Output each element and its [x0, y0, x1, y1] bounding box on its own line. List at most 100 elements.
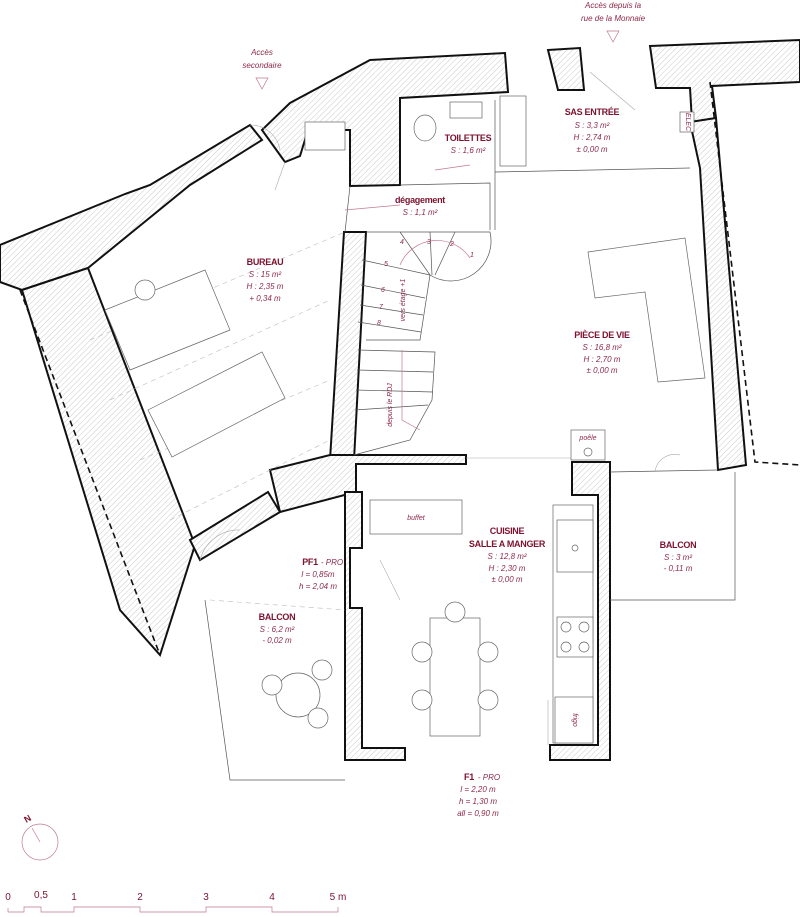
- svg-text:rue de la Monnaie: rue de la Monnaie: [581, 14, 646, 23]
- sofa-living-icon: [587, 237, 706, 383]
- room-degagement: dégagement S : 1,1 m²: [395, 195, 446, 217]
- elec-label: ELEC: [684, 113, 691, 132]
- doors: [199, 71, 681, 745]
- scale-tick: 1: [71, 892, 77, 903]
- svg-text:S : 1,1 m²: S : 1,1 m²: [403, 208, 438, 217]
- svg-text:secondaire: secondaire: [242, 61, 282, 70]
- wall-northwest: [0, 123, 264, 292]
- svg-text:H : 2,74 m: H : 2,74 m: [574, 133, 611, 142]
- svg-text:BALCON: BALCON: [660, 540, 697, 550]
- svg-text:H : 2,35 m: H : 2,35 m: [247, 282, 284, 291]
- svg-text:TOILETTES: TOILETTES: [445, 133, 492, 143]
- svg-text:H : 2,70 m: H : 2,70 m: [584, 355, 621, 364]
- scale-tick: 0,5: [34, 890, 48, 901]
- scale-tick: 2: [137, 892, 143, 903]
- sofa-bureau: [147, 351, 286, 458]
- scale-bar: 0 0,5 1 2 3 4 5 m: [5, 890, 346, 913]
- svg-text:Accès: Accès: [250, 48, 273, 57]
- toilet-basin: [449, 101, 483, 119]
- stair-step-4: 4: [400, 239, 404, 246]
- scale-tick: 4: [269, 892, 275, 903]
- svg-text:h = 2,04 m: h = 2,04 m: [299, 582, 337, 591]
- partitions: [89, 100, 736, 781]
- opening-f1: F1 - PRO l = 2,20 m h = 1,30 m all = 0,9…: [457, 772, 500, 818]
- room-toilettes: TOILETTES S : 1,6 m²: [445, 133, 492, 155]
- svg-text:SAS ENTRÉE: SAS ENTRÉE: [565, 107, 620, 117]
- svg-text:S : 12,8 m²: S : 12,8 m²: [487, 552, 526, 561]
- wall-stair: [328, 231, 368, 461]
- buffet-label: buffet: [407, 515, 426, 522]
- balcony-table: [275, 672, 321, 718]
- wall-west: [20, 266, 197, 657]
- scale-tick: 3: [203, 892, 209, 903]
- wall-west-outer-dashed: [19, 289, 161, 656]
- svg-text:CUISINE: CUISINE: [490, 526, 525, 536]
- north-compass: N: [21, 813, 59, 861]
- north-label: N: [22, 813, 32, 825]
- svg-text:l = 2,20 m: l = 2,20 m: [460, 785, 496, 794]
- scale-tick: 0: [5, 892, 11, 903]
- wall-east: [688, 116, 748, 472]
- svg-text:l = 0,85m: l = 0,85m: [301, 570, 334, 579]
- svg-text:dégagement: dégagement: [395, 195, 445, 205]
- svg-text:BUREAU: BUREAU: [247, 257, 284, 267]
- svg-text:all = 0,90 m: all = 0,90 m: [457, 809, 499, 818]
- poele-label: poêle: [578, 435, 596, 442]
- room-sas-entree: SAS ENTRÉE S : 3,3 m² H : 2,74 m ± 0,00 …: [565, 107, 620, 154]
- stair-step-8: 8: [377, 320, 381, 327]
- desk: [104, 269, 231, 371]
- svg-text:BALCON: BALCON: [259, 612, 296, 622]
- svg-text:S : 3,3 m²: S : 3,3 m²: [575, 121, 610, 130]
- svg-text:F1: F1: [464, 772, 474, 782]
- svg-text:S : 6,2 m²: S : 6,2 m²: [260, 625, 295, 634]
- room-cuisine: CUISINE SALLE A MANGER S : 12,8 m² H : 2…: [469, 526, 546, 584]
- staircase: 1 2 3 4 5 6 7 8 vers étage +1 depuis le …: [353, 231, 492, 456]
- frigo-label: frigo: [571, 713, 578, 727]
- buffet-icon: [369, 499, 463, 535]
- wall-east-outer-dashed: [709, 81, 800, 466]
- wall-bureau-south: [188, 490, 282, 562]
- svg-text:h = 1,30 m: h = 1,30 m: [459, 797, 497, 806]
- fridge-box: [554, 696, 594, 744]
- stair-step-3: 3: [427, 239, 431, 246]
- svg-text:+ 0,34 m: + 0,34 m: [249, 294, 281, 303]
- wall-middle: [268, 454, 467, 514]
- wall-northeast: [648, 38, 800, 124]
- stair-step-1: 1: [470, 252, 474, 259]
- bathtub: [304, 121, 346, 151]
- access-arrow-icon: [606, 30, 620, 43]
- furniture: [104, 95, 706, 744]
- stair-up-label: vers étage +1: [400, 279, 407, 322]
- wall-north-pillar: [546, 46, 586, 91]
- room-balcon-east: BALCON S : 3 m² - 0,11 m: [660, 540, 697, 573]
- stair-step-5: 5: [384, 261, 388, 268]
- stair-step-7: 7: [379, 304, 384, 311]
- toilet-icon: [413, 114, 437, 142]
- svg-text:± 0,00 m: ± 0,00 m: [576, 145, 607, 154]
- svg-text:Accès depuis la: Accès depuis la: [584, 1, 642, 10]
- stair-step-2: 2: [449, 241, 454, 248]
- svg-text:S : 16,8 m²: S : 16,8 m²: [582, 343, 621, 352]
- wall-kitchen-west: [344, 491, 406, 761]
- room-balcon-west: BALCON S : 6,2 m² - 0,02 m: [259, 612, 296, 645]
- wall-north-middle: [260, 51, 510, 188]
- desk-chair: [134, 279, 156, 301]
- svg-text:- 0,11 m: - 0,11 m: [664, 564, 693, 573]
- svg-text:PIÈCE DE VIE: PIÈCE DE VIE: [574, 330, 630, 340]
- room-bureau: BUREAU S : 15 m² H : 2,35 m + 0,34 m: [247, 257, 284, 303]
- dining-table: [429, 617, 481, 737]
- svg-text:H : 2,30 m: H : 2,30 m: [489, 564, 526, 573]
- svg-text:SALLE A MANGER: SALLE A MANGER: [469, 539, 546, 549]
- stair-step-6: 6: [381, 287, 385, 294]
- access-arrow-icon: [255, 77, 269, 90]
- svg-text:± 0,00 m: ± 0,00 m: [491, 575, 522, 584]
- cooktop-icon: [556, 616, 594, 658]
- access-secondary: Accès secondaire: [242, 48, 282, 90]
- stair-down-label: depuis le RDJ: [387, 383, 394, 427]
- svg-text:S : 3 m²: S : 3 m²: [664, 553, 692, 562]
- svg-text:S : 1,6 m²: S : 1,6 m²: [451, 146, 486, 155]
- walls: [0, 38, 800, 761]
- svg-text:- PRO: - PRO: [321, 558, 343, 567]
- svg-text:S : 15 m²: S : 15 m²: [249, 270, 282, 279]
